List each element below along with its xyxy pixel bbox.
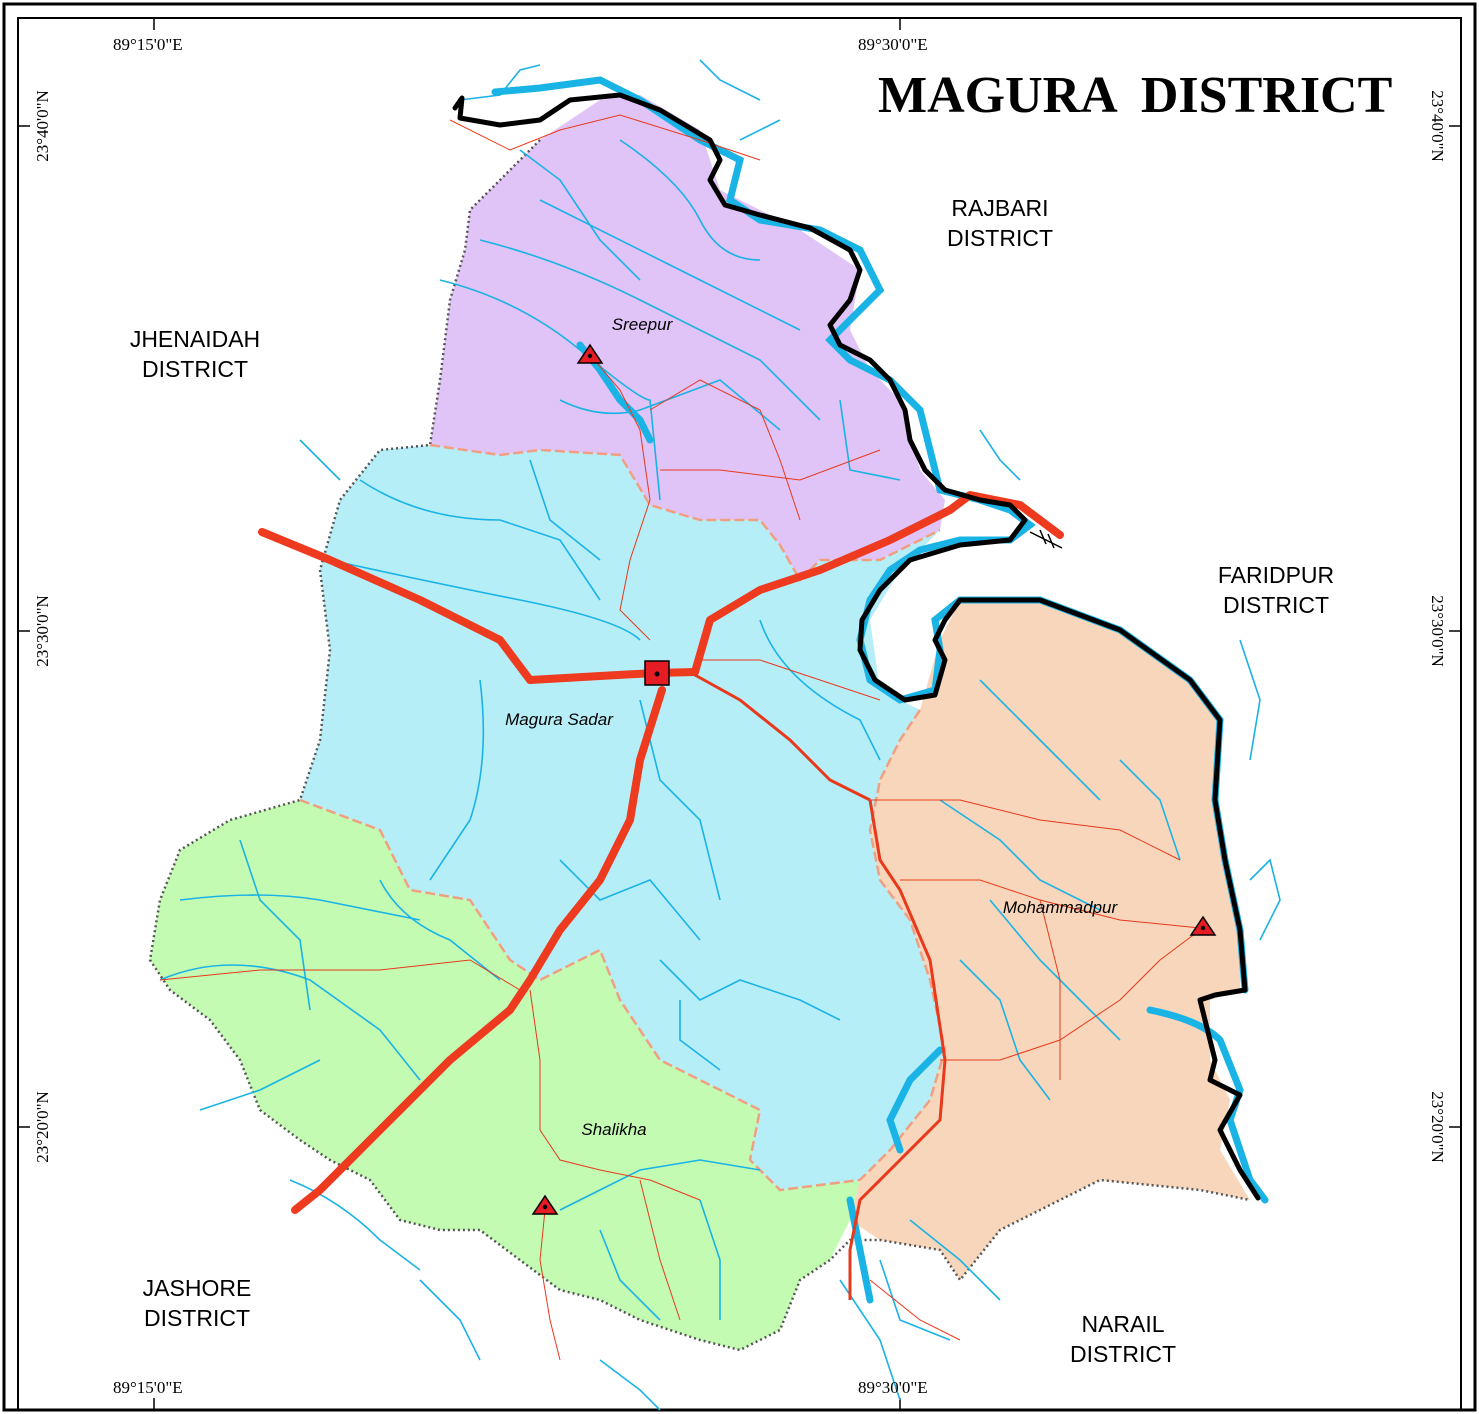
lat-label-right-top: 23°40'0"N [1428, 90, 1447, 162]
magura-sadar-area [300, 445, 945, 1190]
graticule-ticks [18, 18, 1461, 1410]
district-edge-west [148, 139, 1251, 1352]
rivers-minor [159, 59, 1281, 1411]
label-shalikha: Shalikha [581, 1120, 646, 1139]
label-narail: NARAIL [1081, 1311, 1164, 1337]
label-mohammadpur: Mohammadpur [1003, 898, 1119, 917]
label-jashore: JASHORE [143, 1275, 252, 1301]
map-title: MAGURA DISTRICT [878, 67, 1392, 124]
lon-label-bottom-right: 89°30'0"E [858, 1378, 928, 1397]
railway-marker [1029, 529, 1063, 549]
lon-label-bottom-left: 89°15'0"E [113, 1378, 183, 1397]
label-sreepur: Sreepur [612, 315, 674, 334]
lat-label-right-bottom: 23°20'0"N [1428, 1091, 1447, 1163]
label-rajbari: RAJBARI [951, 195, 1048, 221]
roads-mid [694, 673, 947, 1300]
label-faridpur-district: DISTRICT [1223, 592, 1329, 618]
lat-label-left-top: 23°40'0"N [33, 90, 52, 162]
label-jashore-district: DISTRICT [144, 1305, 250, 1331]
district-boundary-river [452, 92, 1261, 1201]
label-rajbari-district: DISTRICT [947, 225, 1053, 251]
upazila-hq-icon-shalikha [531, 1194, 559, 1215]
inner-frame [17, 17, 1462, 1411]
lon-label-top-right: 89°30'0"E [858, 35, 928, 54]
district-headquarters-icon [644, 660, 670, 686]
label-narail-district: DISTRICT [1070, 1341, 1176, 1367]
lat-label-left-mid: 23°30'0"N [33, 595, 52, 667]
sreepur-area [430, 95, 945, 580]
upazila-hq-icon-sreepur [576, 343, 604, 364]
upazila-hq-icon-mohammadpur [1189, 915, 1217, 936]
lat-label-left-bottom: 23°20'0"N [33, 1091, 52, 1163]
upazila-boundaries [299, 443, 947, 1192]
label-magura-sadar: Magura Sadar [505, 710, 614, 729]
label-jhenaidah-district: DISTRICT [142, 356, 248, 382]
shalikha-area [150, 800, 860, 1350]
lon-label-top-left: 89°15'0"E [113, 35, 183, 54]
label-faridpur: FARIDPUR [1218, 562, 1334, 588]
label-jhenaidah: JHENAIDAH [130, 326, 260, 352]
roads-minor [159, 114, 1201, 1361]
lat-label-right-mid: 23°30'0"N [1428, 595, 1447, 667]
